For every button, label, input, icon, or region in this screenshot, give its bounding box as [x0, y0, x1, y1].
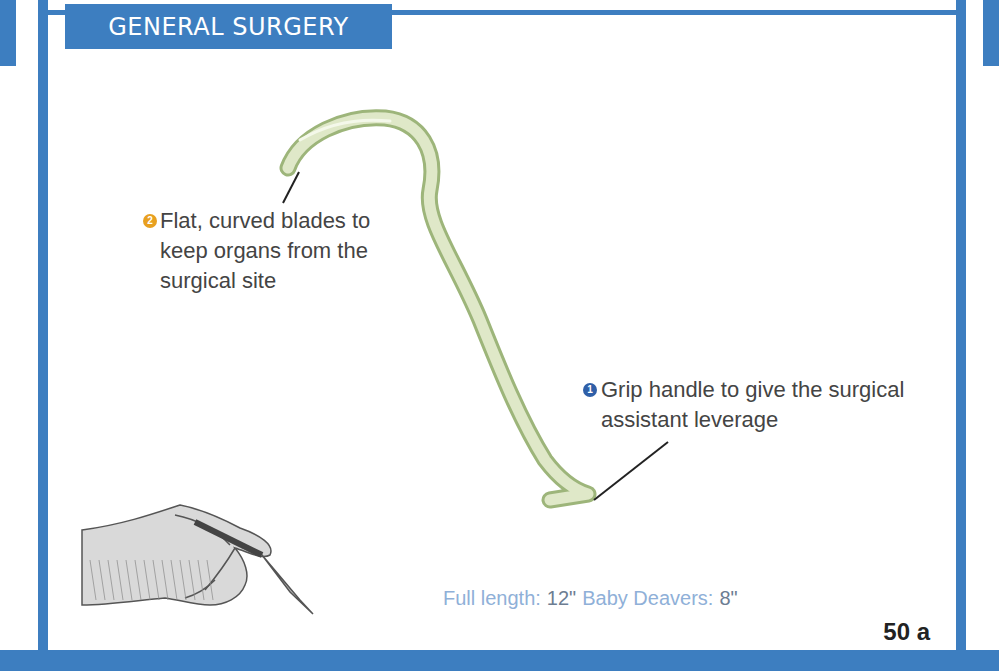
shading-stroke [171, 560, 177, 600]
size-value: 12" [547, 587, 576, 610]
shading-stroke [153, 560, 159, 600]
shading-stroke [108, 560, 114, 600]
shading-stroke [180, 560, 186, 600]
shading-stroke [99, 560, 105, 600]
frame-right [956, 0, 966, 671]
callout-text: Flat, curved blades to keep organs from … [160, 206, 422, 296]
card-number: 50 a [883, 618, 930, 646]
callout-number: 1 [583, 383, 597, 397]
size-label: Baby Deavers: [582, 587, 713, 610]
shading-stroke [144, 560, 150, 600]
corner-bar [983, 0, 999, 66]
card-title: GENERAL SURGERY [108, 13, 349, 41]
shading-stroke [189, 560, 195, 600]
card-ground [48, 15, 956, 650]
hand-shading [90, 560, 213, 600]
deaver-retractor [288, 118, 588, 500]
size-value: 8" [719, 587, 737, 610]
corner-bar [0, 0, 16, 66]
size-label: Full length: [443, 587, 541, 610]
leader-line [594, 442, 668, 500]
shading-stroke [198, 560, 204, 600]
frame-bottom [0, 650, 999, 671]
shading-stroke [162, 560, 168, 600]
shading-stroke [126, 560, 132, 600]
shading-stroke [135, 560, 141, 600]
size-note: Full length: 12" Baby Deavers: 8" [443, 587, 738, 610]
callout-text: Grip handle to give the surgical assista… [601, 375, 906, 435]
title-band [65, 4, 392, 49]
leader-line [283, 172, 299, 203]
shading-stroke [117, 560, 123, 600]
shading-stroke [207, 560, 213, 600]
hand-illustration [82, 505, 313, 614]
callout-number: 2 [143, 214, 157, 228]
shading-stroke [90, 560, 96, 600]
frame-left [38, 0, 48, 671]
